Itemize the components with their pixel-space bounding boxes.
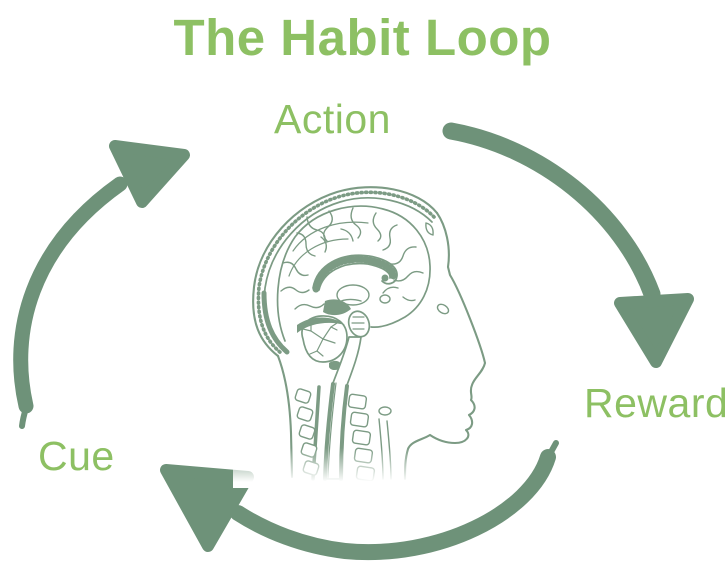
brain-sagittal-illustration-icon: [252, 186, 487, 481]
throat-structures: [378, 406, 392, 480]
arrow-cue-to-action-icon: [13, 140, 190, 429]
solid-green-accents: [297, 299, 351, 370]
skull-layers: [256, 190, 436, 355]
node-label-cue: Cue: [38, 433, 115, 479]
cerebellum: [301, 315, 348, 363]
arrow-action-to-reward-icon: [442, 122, 694, 368]
node-label-action: Action: [274, 96, 391, 142]
cerebrum-gyri: [276, 205, 431, 342]
corpus-callosum: [312, 254, 450, 315]
brainstem-spinal-cord: [311, 310, 371, 481]
head-profile-outline: [252, 186, 487, 481]
page-title: The Habit Loop: [173, 9, 552, 66]
arrow-reward-to-cue-icon: [160, 440, 559, 561]
node-label-reward: Reward: [584, 380, 725, 426]
